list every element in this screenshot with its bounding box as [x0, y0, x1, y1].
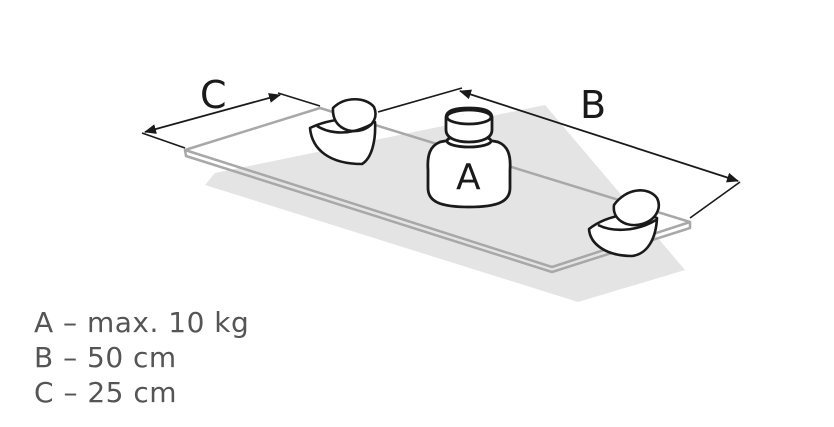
dimension-b: B: [377, 83, 741, 219]
legend-item-c: C – 25 cm: [34, 376, 178, 409]
right-bracket: [587, 189, 661, 258]
left-bracket: [308, 97, 377, 166]
dimension-b-arrow: [459, 89, 739, 183]
legend-item-a: A – max. 10 kg: [34, 306, 250, 339]
dimension-c-arrow: [144, 93, 281, 134]
specifications-legend: A – max. 10 kg B – 50 cm C – 25 cm: [34, 305, 249, 410]
weight-body: [426, 138, 512, 209]
weight-label: A: [456, 157, 481, 198]
dimension-c: C: [141, 73, 321, 149]
dimension-b-label: B: [580, 83, 606, 127]
legend-item-b: B – 50 cm: [34, 341, 177, 374]
dimension-c-label: C: [200, 73, 227, 117]
weight: A: [426, 106, 512, 209]
